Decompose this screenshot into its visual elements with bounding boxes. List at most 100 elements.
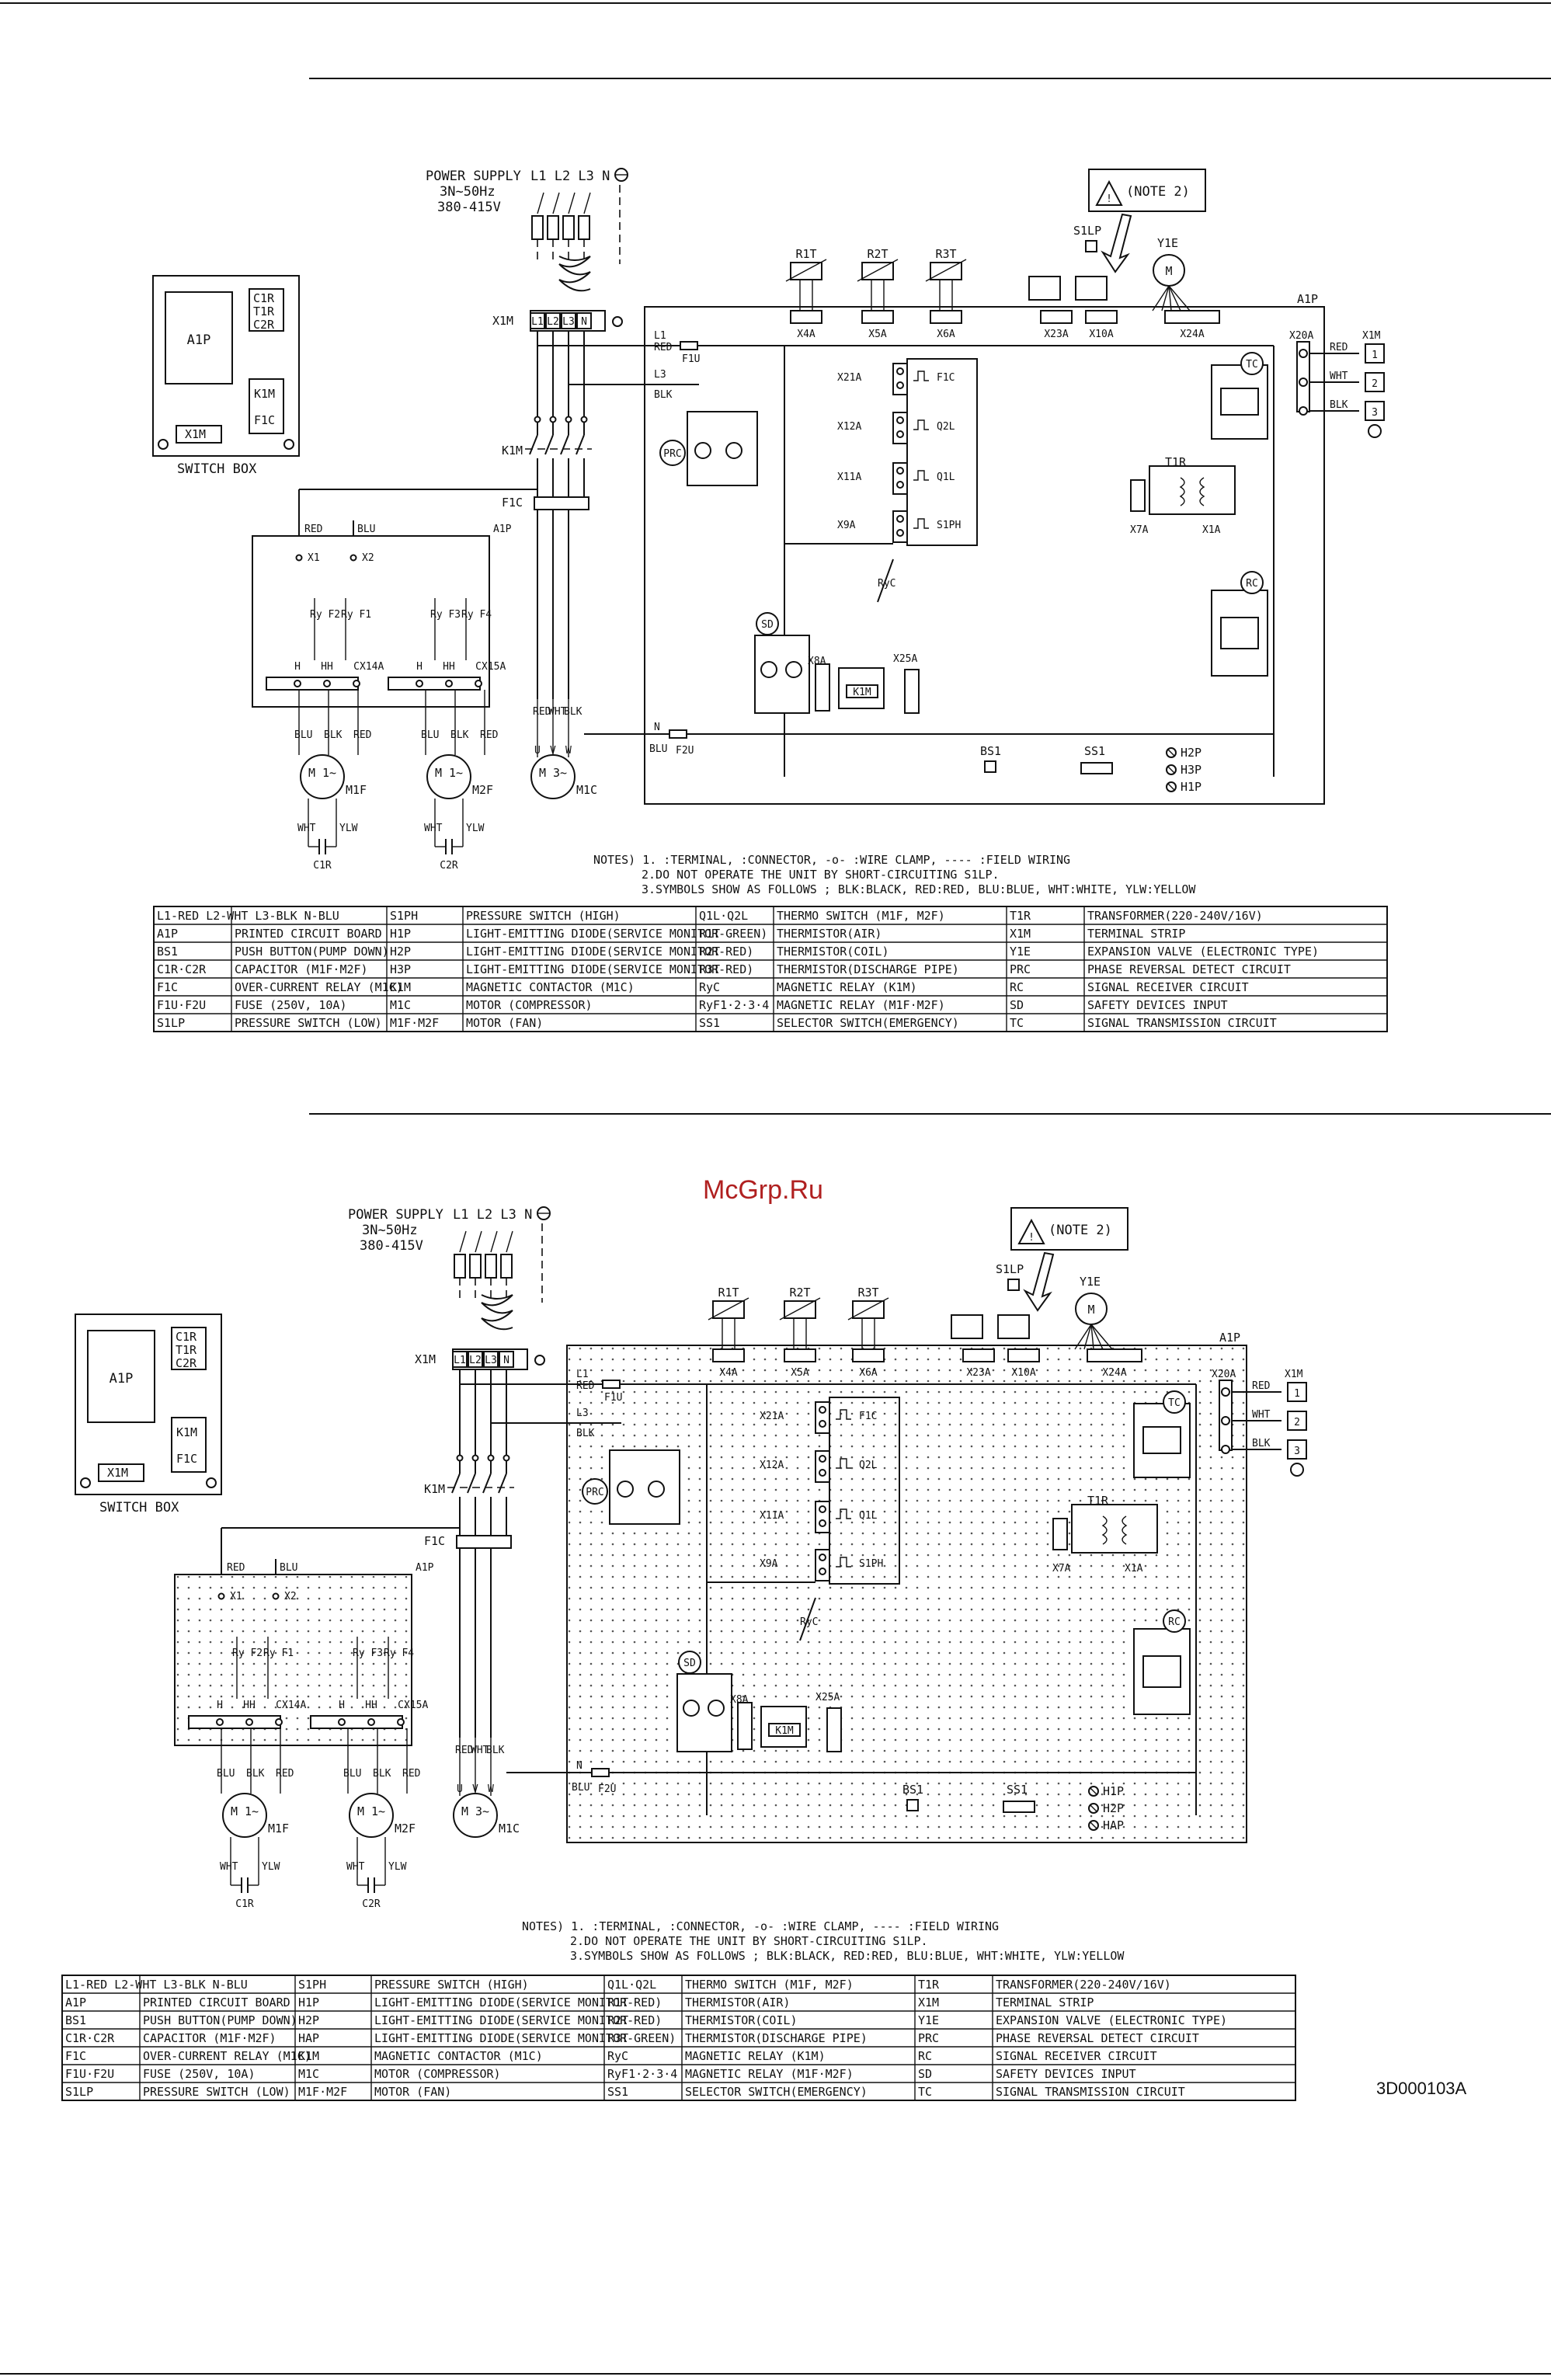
x1m-terminal-label: L2 — [469, 1355, 482, 1366]
legend-cell: RyC — [699, 980, 720, 994]
document-code: 3D000103A — [1376, 2079, 1467, 2098]
thermistor-slash — [779, 1297, 821, 1320]
switch-box-c-group — [249, 288, 284, 332]
legend-cell: L1-RED L2-WHT L3-BLK N-BLU — [65, 1978, 248, 1992]
legend-cell: S1PH — [298, 1978, 326, 1992]
motor-wire-color: BLU — [217, 1768, 235, 1780]
connector-label: X24A — [1180, 329, 1204, 340]
warning-triangle-icon — [1017, 1218, 1045, 1244]
pin — [397, 1718, 405, 1726]
pin-label: H — [217, 1700, 223, 1711]
switch-box-k1m: K1M — [176, 1425, 197, 1439]
bs1-button — [984, 760, 996, 773]
fan-motor-icon — [300, 754, 345, 799]
power-supply-voltage: 380-415V — [360, 1238, 423, 1254]
comp-wire-color: RED — [455, 1745, 474, 1756]
warning-mark: ! — [1028, 1232, 1035, 1244]
x1m-terminal-label: L1 — [454, 1355, 466, 1366]
motor-wire-color: RED — [402, 1768, 421, 1780]
motor-mono-label: M 1~ — [231, 1804, 259, 1818]
sd-label: SD — [761, 619, 774, 631]
pin — [819, 1406, 826, 1414]
switch-box-earth-icon — [283, 439, 294, 450]
middle-switch-f1c: F1C — [937, 372, 955, 384]
legend-cell: THERMISTOR(COIL) — [777, 945, 889, 959]
middle-switch-q1l: Q1L — [859, 1510, 878, 1522]
ss1-label: SS1 — [1084, 744, 1105, 758]
fan-motor-label: M1F — [346, 783, 367, 797]
compressor-motor-icon — [453, 1793, 498, 1838]
f1c-relay — [534, 496, 589, 510]
legend-cell: SS1 — [699, 1016, 720, 1030]
supply-lead — [506, 1230, 513, 1253]
note2-label: (NOTE 2) — [1048, 1223, 1112, 1238]
board-a1p-label: A1P — [1219, 1331, 1240, 1345]
pin — [416, 680, 423, 687]
k1m-contact — [467, 1473, 476, 1494]
pin — [819, 1568, 826, 1575]
switch-box-c1r: C1R — [176, 1330, 197, 1344]
pin — [294, 680, 301, 687]
k1m-contact — [451, 1473, 461, 1494]
wire-color-label: BLK — [1330, 399, 1348, 411]
wire-clamp-icon — [456, 1454, 464, 1462]
supply-lead — [459, 1230, 467, 1253]
t1r-label: T1R — [1165, 455, 1187, 469]
board-a1p-label: A1P — [1297, 292, 1318, 306]
x1m-terminal-label: N — [581, 316, 587, 328]
motor-wire-color: BLU — [343, 1768, 361, 1780]
led-x — [1090, 1822, 1097, 1829]
legend-cell: PHASE REVERSAL DETECT CIRCUIT — [1087, 962, 1291, 976]
wire-color-label: WHT — [1252, 1409, 1271, 1421]
legend-cell: L1-RED L2-WHT L3-BLK N-BLU — [157, 909, 339, 923]
blu-label: BLU — [572, 1782, 589, 1794]
switch-box-x1m-label: X1M — [185, 427, 206, 441]
x1m-right-earth-icon — [1290, 1463, 1304, 1477]
t1r-label: T1R — [1087, 1494, 1109, 1508]
comp-wire-color: RED — [533, 706, 551, 718]
middle-switch-q2l: Q2L — [859, 1460, 878, 1471]
rc-triac-icon — [1142, 1655, 1181, 1688]
connector-X24A — [1087, 1348, 1142, 1362]
connector-label: X6A — [937, 329, 955, 340]
comp-uvw: W — [565, 745, 572, 757]
legend-cell: RyF1·2·3·4 — [607, 2067, 677, 2081]
thermistor-slash — [708, 1297, 749, 1320]
x1m-terminal — [576, 312, 592, 329]
x1m-right-terminal — [1287, 1382, 1307, 1402]
board-a1p-dotgrid — [569, 1347, 1245, 1841]
legend-cell: H2P — [298, 2013, 319, 2027]
note2-arrow-icon — [1023, 1251, 1055, 1312]
l1-label: L1 — [654, 330, 666, 342]
legend-cell: SIGNAL RECEIVER CIRCUIT — [996, 2049, 1157, 2063]
connector-label: X4A — [719, 1367, 738, 1379]
motor-wire-color: BLU — [421, 729, 439, 741]
legend-cell: PHASE REVERSAL DETECT CIRCUIT — [996, 2031, 1199, 2045]
ss1-switch — [1003, 1801, 1035, 1813]
rc-triac-icon — [1220, 617, 1259, 649]
wire-clamp-icon — [272, 1592, 280, 1600]
fan-board-red: RED — [227, 1562, 245, 1574]
legend-cell: OVER-CURRENT RELAY (M1C) — [235, 980, 403, 994]
opto-icon — [617, 1481, 634, 1498]
legend-cell: LIGHT-EMITTING DIODE(SERVICE MONITOR-GRE… — [374, 2031, 676, 2045]
pin — [819, 1505, 826, 1513]
x20a-pin — [1299, 349, 1308, 358]
legend-cell: M1F·M2F — [390, 1016, 439, 1030]
legend-cell: PRESSURE SWITCH (LOW) — [143, 2085, 290, 2099]
prc-badge — [582, 1478, 608, 1505]
legend-cell: H3P — [390, 962, 411, 976]
connector-X23A — [1040, 310, 1073, 324]
capacitor-label: C2R — [440, 860, 458, 872]
opto-icon — [725, 442, 742, 459]
legend-cell: SIGNAL RECEIVER CIRCUIT — [1087, 980, 1249, 994]
k1m-coil-label: K1M — [853, 687, 871, 698]
legend-cell: Q1L·Q2L — [699, 909, 748, 923]
x1m-right-pin: 3 — [1372, 407, 1378, 419]
motor-wire-color: BLU — [294, 729, 312, 741]
legend-cell: MAGNETIC CONTACTOR (M1C) — [374, 2049, 543, 2063]
x1m-right-pin: 3 — [1294, 1446, 1300, 1457]
thermo-switch-icon — [913, 371, 929, 381]
x1m-label: X1M — [415, 1352, 436, 1366]
middle-label-x12a: X12A — [760, 1460, 784, 1471]
